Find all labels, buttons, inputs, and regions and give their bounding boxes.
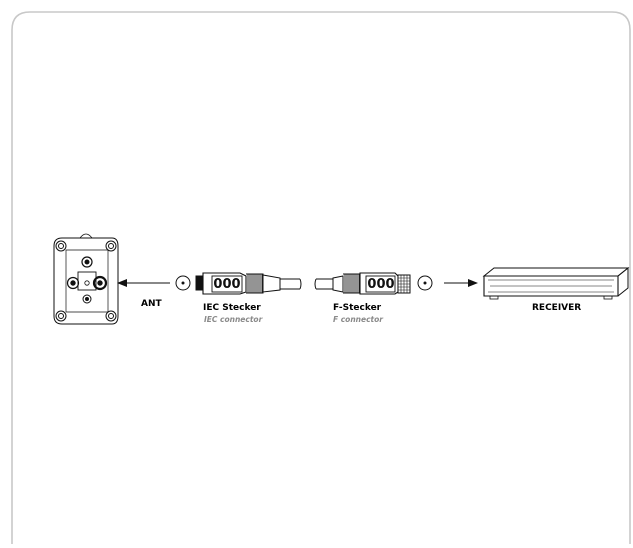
coax-port-icon: [417, 275, 433, 291]
iec-marking: 000: [213, 277, 240, 292]
receiver-box-icon: [482, 266, 630, 300]
arrow-right-icon: [444, 279, 478, 287]
f-plug-icon: [314, 272, 411, 295]
f-marking: 000: [367, 277, 394, 292]
iec-plug-icon: [195, 272, 302, 295]
antenna-wall-socket-icon: [53, 233, 119, 325]
coax-port-icon: [175, 275, 191, 291]
iec-connector-title: IEC Stecker: [203, 303, 261, 313]
frame-border: [11, 11, 631, 544]
arrow-left-icon: [117, 279, 170, 287]
receiver-label: RECEIVER: [532, 303, 582, 313]
f-connector-subtitle: F connector: [333, 315, 383, 324]
f-connector-title: F-Stecker: [333, 303, 382, 313]
iec-connector-subtitle: IEC connector: [204, 315, 263, 324]
ant-label: ANT: [141, 299, 162, 309]
